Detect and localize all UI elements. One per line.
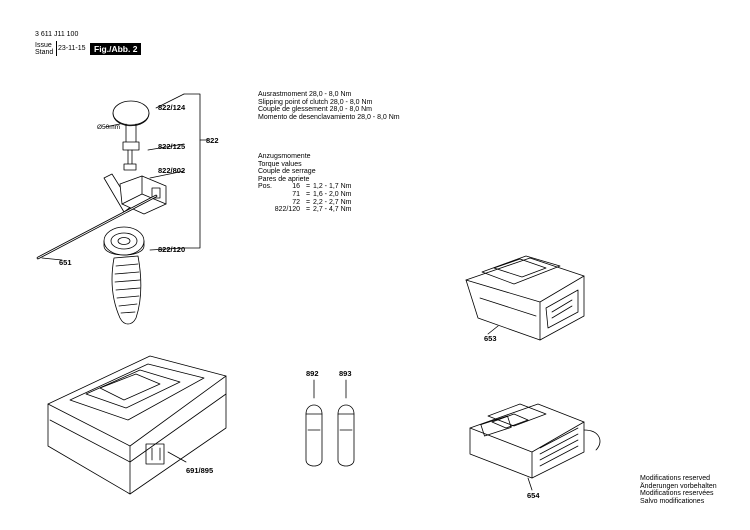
torque-pos: 71 xyxy=(292,190,300,198)
torque-pos: 72 xyxy=(292,198,300,206)
stand-label: Stand xyxy=(35,49,54,56)
label-654: 654 xyxy=(527,491,540,500)
depth-rod-part xyxy=(36,194,158,261)
torque-value: 1,2 - 1,7 Nm xyxy=(313,183,352,191)
torque-row: 71 =1,6 - 2,0 Nm xyxy=(258,190,352,199)
modification-note-fr: Modifications reservées xyxy=(640,490,714,498)
modification-notes: Modifications reserved Änderungen vorbeh… xyxy=(640,475,717,505)
label-822-125: 822/125 xyxy=(158,142,186,151)
torque-row: Pos. 16 =1,2 - 1,7 Nm xyxy=(258,183,352,191)
assembly-bracket xyxy=(147,93,209,251)
torque-pos: 16 xyxy=(292,183,300,191)
auxiliary-handle-part xyxy=(111,255,142,325)
locking-disc-part xyxy=(103,226,145,256)
torque-eq: = xyxy=(305,198,311,206)
label-822: 822 xyxy=(206,136,219,145)
carrying-case-part xyxy=(47,355,227,495)
clutch-note-es: Momento de desenclavamiento 28,0 - 8,0 N… xyxy=(258,113,400,121)
torque-value: 2,2 - 2,7 Nm xyxy=(313,198,352,206)
clutch-notes: Ausrastmoment 28,0 - 8,0 Nm Slipping poi… xyxy=(258,91,400,121)
doc-number: 3 611 J11 100 xyxy=(35,31,79,38)
torque-row: 72 =2,2 - 2,7 Nm xyxy=(258,198,352,207)
torque-table: Anzugsmomente Torque values Couple de se… xyxy=(258,153,352,214)
issue-label: Issue xyxy=(35,42,52,49)
label-651: 651 xyxy=(59,258,72,267)
issue-date: 23-11-15 xyxy=(58,45,86,52)
modification-note-de: Änderungen vorbehalten xyxy=(640,482,717,490)
label-822-120: 822/120 xyxy=(158,245,186,254)
torque-value: 2,7 - 4,7 Nm xyxy=(313,206,352,214)
label-822-802: 822/802 xyxy=(158,166,186,175)
torque-value: 1,6 - 2,0 Nm xyxy=(313,190,352,198)
modification-note-en: Modifications reserved xyxy=(640,475,711,482)
label-893: 893 xyxy=(339,369,352,378)
torque-eq: = xyxy=(305,206,311,214)
torque-row: 822/120 =2,7 - 4,7 Nm xyxy=(258,206,352,214)
modification-note-es: Salvo modificationes xyxy=(640,497,705,505)
label-892: 892 xyxy=(306,369,319,378)
grease-tube-893-part xyxy=(337,379,355,467)
figure-badge: Fig./Abb. 2 xyxy=(90,43,142,55)
torque-heading-es: Pares de apriete xyxy=(258,175,310,183)
holder-part xyxy=(103,173,167,215)
torque-heading-en: Torque values xyxy=(258,160,302,168)
clutch-note-de: Ausrastmoment 28,0 - 8,0 Nm xyxy=(258,91,352,98)
grease-tube-892-part xyxy=(305,379,323,467)
torque-eq: = xyxy=(305,183,311,191)
torque-heading-fr: Couple de serrage xyxy=(258,168,316,176)
torque-pos: 822/120 xyxy=(274,206,300,214)
battery-pack-part xyxy=(465,255,585,341)
label-822-124: 822/124 xyxy=(158,103,186,112)
label-diameter: Ø50mm xyxy=(97,124,121,131)
label-653: 653 xyxy=(484,334,497,343)
clutch-note-en: Slipping point of clutch 28,0 - 8,0 Nm xyxy=(258,98,373,106)
torque-heading-de: Anzugsmomente xyxy=(258,153,311,160)
label-691-895: 691/895 xyxy=(186,466,214,475)
clutch-note-fr: Couple de glessement 28,0 - 8,0 Nm xyxy=(258,106,373,114)
pos-label: Pos. xyxy=(258,183,273,191)
clamp-band-part xyxy=(104,100,150,151)
charger-part xyxy=(469,403,601,491)
issue-bracket xyxy=(53,41,57,56)
screw-part xyxy=(123,149,137,171)
torque-eq: = xyxy=(305,190,311,198)
